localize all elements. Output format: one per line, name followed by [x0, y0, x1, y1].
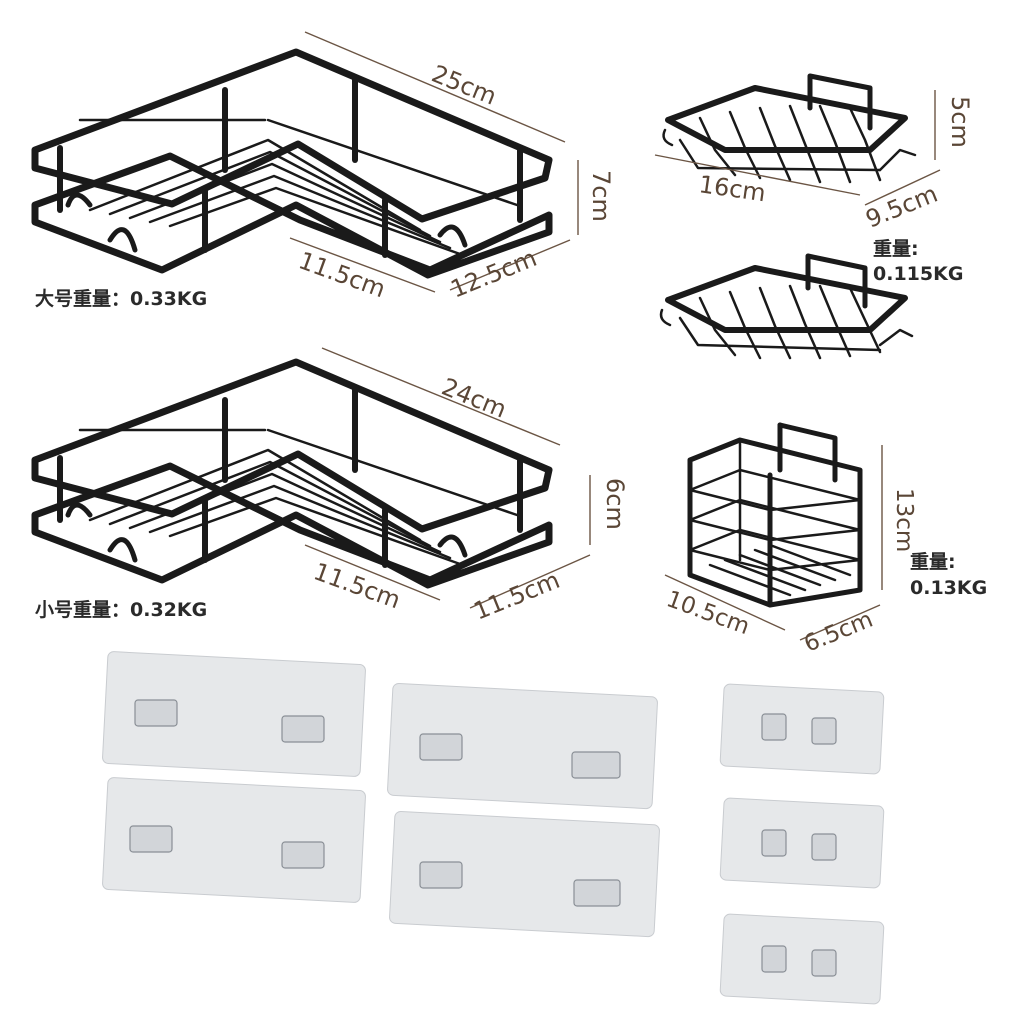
large-depth-a-label: 11.5cm — [295, 246, 389, 303]
hook-icon — [134, 699, 178, 727]
small-shelf-bottom-rim — [31, 462, 553, 589]
small-shelf-hook-left — [65, 502, 93, 518]
hook-icon — [571, 751, 621, 779]
large-depth-a-dim-line — [289, 237, 436, 293]
caddy-height-label: 13cm — [891, 488, 917, 552]
small-length-dim-line — [321, 347, 561, 446]
soap-width-dim-line — [864, 169, 941, 206]
caddy-weight-label: 重量: — [910, 551, 956, 573]
soap-weight-label: 重量: — [873, 238, 919, 260]
soap-height-label: 5cm — [946, 96, 974, 148]
caddy-basket: 10.5cm 6.5cm 13cm 重量: 0.13KG — [663, 422, 987, 658]
small-shelf-top-rim — [31, 358, 553, 533]
soap-dish-top-rim — [665, 85, 908, 153]
caddy-length-dim-line — [664, 574, 786, 631]
large-shelf-hook-left — [65, 192, 93, 208]
soap-length-label: 16cm — [697, 170, 767, 207]
hook-icon — [761, 829, 787, 857]
hook-icon — [281, 715, 325, 743]
small-depth-b-label: 11.5cm — [470, 566, 564, 626]
small-shelf-wires — [78, 428, 522, 566]
soap-dish-top-grid — [662, 104, 917, 184]
caddy-width-label: 6.5cm — [801, 607, 877, 658]
soap-dish-bottom — [659, 253, 914, 360]
large-shelf-bottom-rim — [31, 152, 553, 279]
adhesive-pad-long-4 — [389, 810, 660, 938]
small-weight-label: 小号重量：0.32KG — [35, 599, 207, 621]
large-weight-label: 大号重量：0.33KG — [35, 287, 207, 310]
large-length-label: 25cm — [428, 60, 501, 111]
adhesive-pad-long-2 — [102, 777, 366, 903]
hook-icon — [573, 879, 621, 907]
hook-icon — [419, 733, 463, 761]
small-length-label: 24cm — [438, 373, 511, 424]
hook-icon — [281, 841, 325, 869]
adhesive-pad-small-2 — [719, 797, 885, 889]
hook-icon — [811, 949, 837, 977]
caddy-width-dim-line — [799, 604, 881, 641]
adhesive-pad-long-3 — [387, 682, 658, 810]
caddy-weight-value: 0.13KG — [910, 577, 987, 599]
adhesive-pads — [102, 651, 885, 1005]
hook-icon — [129, 825, 173, 853]
soap-dish-bottom-rim — [665, 265, 908, 333]
small-depth-b-dim-line — [469, 554, 591, 609]
small-shelf-hook-right — [437, 534, 468, 558]
caddy-rings — [688, 438, 862, 597]
soap-dish-bottom-back — [805, 253, 868, 309]
soap-dish-bottom-grid — [659, 284, 914, 360]
soap-dish-top — [662, 73, 917, 184]
large-shelf-top-rim — [31, 48, 553, 223]
large-shelf-hook-mid — [107, 227, 138, 253]
soap-length-dim-line — [654, 154, 861, 196]
large-shelf-wires — [78, 118, 522, 256]
hook-icon — [419, 861, 463, 889]
soap-dish-top-back — [807, 73, 873, 131]
large-length-dim-line — [304, 31, 566, 143]
soap-weight-value: 0.115KG — [873, 263, 963, 285]
large-depth-b-dim-line — [449, 239, 571, 291]
hook-icon — [761, 945, 787, 973]
large-height-label: 7cm — [587, 170, 615, 222]
small-depth-a-dim-line — [304, 544, 441, 601]
small-corner-shelf: 24cm 6cm 11.5cm 11.5cm 小号重量：0.32KG — [31, 347, 629, 626]
adhesive-pad-long-1 — [102, 651, 366, 777]
adhesive-pad-small-3 — [719, 913, 885, 1005]
small-shelf-hook-mid — [107, 537, 138, 563]
hook-icon — [811, 717, 837, 745]
large-shelf-hook-right — [437, 224, 468, 248]
large-shelf-posts — [57, 75, 523, 258]
adhesive-pad-small-1 — [719, 683, 885, 775]
large-corner-shelf: 25cm 7cm 11.5cm 12.5cm 大号重量：0.33KG — [31, 31, 615, 310]
hook-icon — [811, 833, 837, 861]
hook-icon — [761, 713, 787, 741]
small-height-label: 6cm — [601, 478, 629, 530]
